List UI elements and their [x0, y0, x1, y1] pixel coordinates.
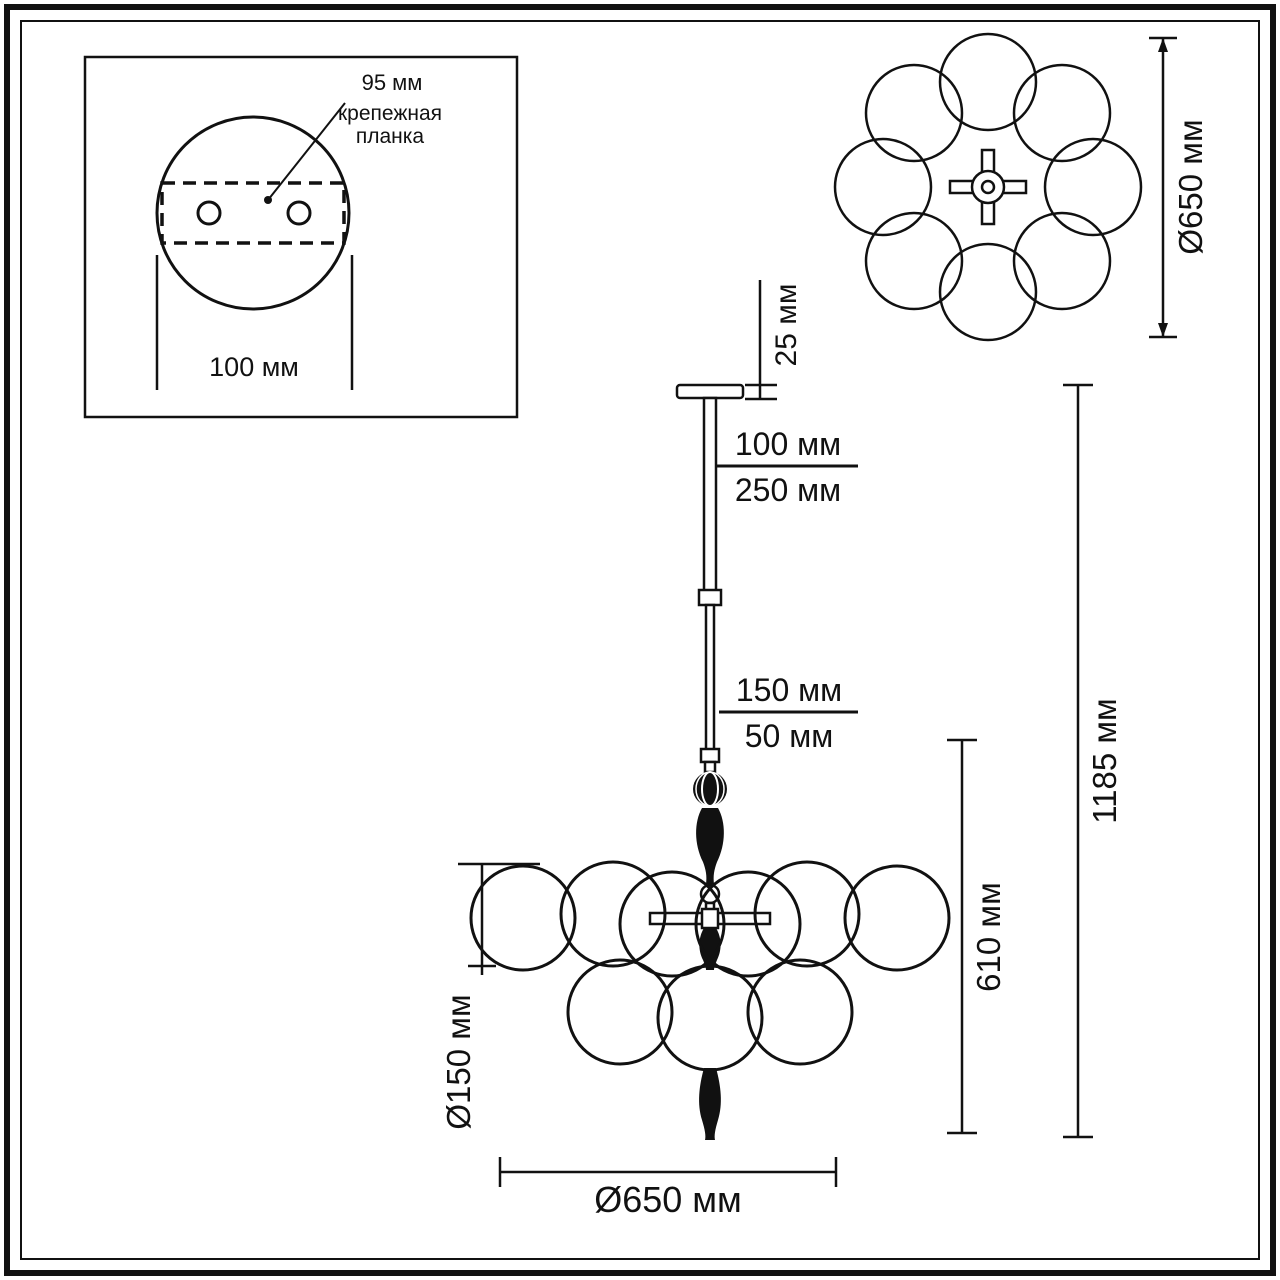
globe — [559, 860, 667, 968]
mounting-hole-right — [286, 200, 312, 226]
globe — [1012, 63, 1112, 163]
rod-lower-segment — [704, 603, 716, 753]
arrow-up-icon — [1158, 38, 1168, 52]
hub-center-inner — [980, 179, 996, 195]
globe — [864, 63, 964, 163]
globe — [938, 32, 1038, 132]
globe — [469, 864, 577, 972]
rod-upper-segment — [702, 396, 718, 594]
plate-label-line2: планка — [356, 125, 425, 148]
rod-min-label: 100 мм — [735, 426, 841, 462]
stem-connector — [703, 760, 717, 774]
body-height-label: 610 мм — [970, 882, 1007, 992]
globe — [1012, 211, 1112, 311]
canopy-height-label: 25 мм — [770, 284, 803, 367]
ceiling-canopy — [675, 383, 745, 400]
plate-label-line1: крепежная — [338, 102, 442, 125]
stem-collar — [699, 747, 721, 764]
arrow-down-icon — [1158, 323, 1168, 337]
mounting-plate-inset: 95 мм крепежная планка 100 мм — [83, 55, 519, 419]
lower-vase — [699, 928, 721, 970]
globe — [843, 864, 951, 972]
ribbed-sphere-ridge — [695, 771, 725, 807]
globe — [694, 870, 802, 978]
ribbed-sphere — [693, 772, 727, 806]
globe — [746, 958, 854, 1066]
globe — [1043, 137, 1143, 237]
side-view: 25 мм 100 мм 250 мм 150 мм 50 мм — [440, 280, 1123, 1220]
fixture-diameter-label: Ø650 мм — [594, 1179, 742, 1220]
top-view: Ø650 мм — [833, 32, 1209, 342]
hole-spacing-label: 95 мм — [362, 70, 423, 95]
stem-vase — [696, 808, 724, 884]
hub-center — [970, 169, 1006, 205]
plate-width-label: 100 мм — [209, 352, 299, 382]
globe — [864, 211, 964, 311]
rod-max-label: 250 мм — [735, 472, 841, 508]
globe — [833, 137, 933, 237]
globe — [656, 964, 764, 1072]
leader-line — [267, 102, 346, 201]
stem-max-label: 150 мм — [736, 672, 842, 708]
total-height-label: 1185 мм — [1086, 698, 1123, 824]
hub-block — [700, 907, 720, 930]
frame-inner-line — [20, 20, 1260, 1260]
rod-coupler — [697, 588, 723, 607]
globe — [938, 242, 1038, 342]
globe — [753, 860, 861, 968]
drawing-frame — [4, 4, 1276, 1276]
inset-border — [83, 55, 519, 419]
stem-min-label: 50 мм — [745, 718, 833, 754]
globe — [618, 870, 726, 978]
globe-diameter-label: Ø150 мм — [440, 994, 477, 1129]
globe — [566, 958, 674, 1066]
mounting-plate-dashed-rect — [160, 181, 346, 245]
tassel-finial — [699, 1068, 721, 1140]
topview-diameter-label: Ø650 мм — [1172, 119, 1209, 254]
mounting-hole-left — [196, 200, 222, 226]
ceiling-cup-circle — [155, 115, 351, 311]
frame-outer-line — [4, 4, 1276, 1276]
